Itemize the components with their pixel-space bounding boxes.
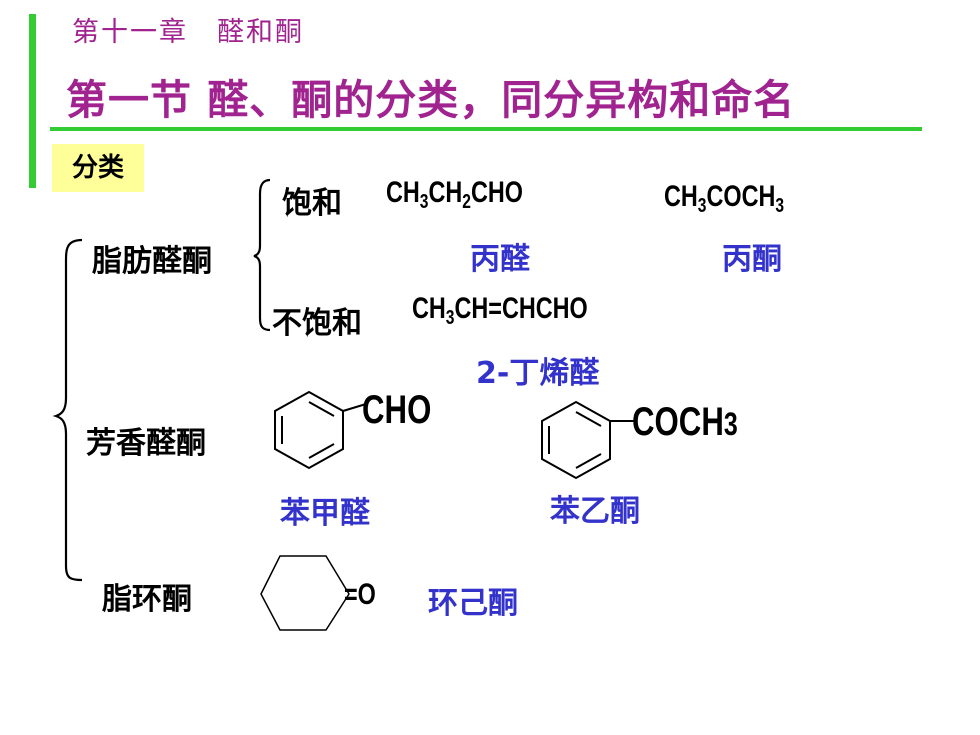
aliphatic-brace	[253, 178, 271, 332]
chapter-heading: 第十一章 醛和酮	[72, 17, 304, 48]
formula-butenal: CH3CH=CHCHO	[412, 292, 588, 329]
left-large-brace	[52, 238, 83, 582]
subcategory-unsaturated: 不饱和	[272, 306, 362, 341]
name-butenal: 2-丁烯醛	[476, 356, 600, 391]
category-alicyclic: 脂环酮	[102, 582, 192, 617]
name-propanal: 丙醛	[470, 242, 530, 277]
subcategory-saturated: 饱和	[282, 186, 342, 221]
benzene-ring-acetophenone	[541, 400, 634, 480]
group-acetophenone-coch3: COCH3	[632, 400, 738, 444]
formula-acetone: CH3COCH3	[664, 180, 785, 217]
accent-vertical-bar	[29, 14, 36, 188]
category-aliphatic: 脂肪醛酮	[92, 244, 212, 279]
cyclohexane-ring	[260, 555, 350, 631]
title-underline	[50, 127, 922, 131]
name-acetone: 丙酮	[722, 242, 782, 277]
category-aromatic: 芳香醛酮	[86, 426, 206, 461]
group-benzaldehyde-cho: CHO	[362, 388, 432, 432]
name-cyclohexanone: 环己酮	[428, 586, 518, 621]
name-acetophenone: 苯乙酮	[550, 494, 640, 529]
section-tag: 分类	[52, 144, 144, 192]
formula-propanal: CH3CH2CHO	[386, 176, 523, 213]
benzene-ring-benzaldehyde	[274, 390, 367, 470]
page-title: 第一节 醛、酮的分类，同分异构和命名	[66, 76, 796, 124]
name-benzaldehyde: 苯甲醛	[280, 496, 370, 531]
